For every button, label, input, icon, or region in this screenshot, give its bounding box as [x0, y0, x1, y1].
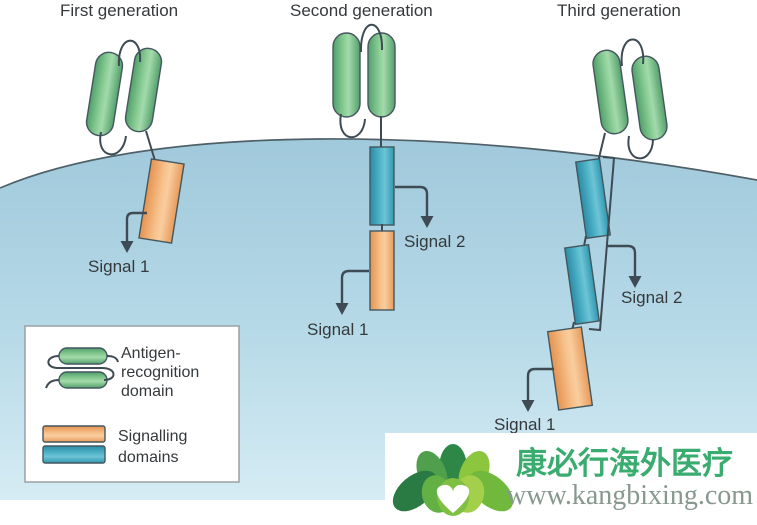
- legend-antigen-label-line2: recognition: [121, 364, 199, 381]
- legend-antigen-pill-bottom: [58, 371, 108, 389]
- gen2-antigen-pill-left: [332, 32, 361, 118]
- gen1-stem: [145, 130, 157, 165]
- heart-icon: [436, 484, 470, 513]
- watermark: 康必行海外医疗 www.kangbixing.com: [385, 433, 757, 525]
- gen3-signal1-label: Signal 1: [494, 415, 555, 434]
- gen3-signalling-domain-teal-1: [574, 157, 612, 240]
- gen2-signal2-arrow: [395, 185, 429, 216]
- gen1-title: First generation: [60, 1, 178, 20]
- gen1-signal1-label: Signal 1: [88, 257, 149, 276]
- gen3-signal2-arrow: [607, 244, 637, 276]
- gen2-signalling-domain-teal: [369, 146, 395, 226]
- watermark-url-text: www.kangbixing.com: [506, 480, 753, 511]
- gen1-signalling-domain-orange: [138, 158, 185, 244]
- legend-signalling-label-line2: domains: [118, 449, 178, 466]
- legend-antigen-label-line1: Antigen-: [121, 345, 181, 362]
- gen2-linker-top-loop: [359, 23, 384, 53]
- gen3-antigen-pill-right: [631, 55, 668, 141]
- gen1-group: First generation Signal 1: [60, 1, 185, 276]
- gen3-antigen-pill-left: [592, 49, 629, 135]
- legend-signalling-label-line1: Signalling: [118, 428, 187, 445]
- gen3-stem: [597, 132, 606, 163]
- gen2-signal1-label: Signal 1: [307, 320, 368, 339]
- gen1-linker-top-loop: [117, 39, 142, 67]
- gen3-signalling-domain-teal-2: [563, 243, 601, 326]
- gen3-signal2-bracket: [588, 156, 616, 332]
- gen3-signal1-arrowhead: [521, 400, 535, 412]
- gen2-signal1-arrowhead: [335, 303, 349, 315]
- legend-antigen-label-line3: domain: [121, 383, 173, 400]
- gen2-linker-bottom-loop: [339, 113, 366, 139]
- gen1-signal1-arrowhead: [120, 241, 134, 253]
- gen2-signal1-arrow: [340, 269, 369, 303]
- gen1-antigen-pill-right: [124, 47, 163, 133]
- legend-signalling-orange-swatch: [42, 425, 106, 443]
- gen2-signal2-arrowhead: [420, 216, 434, 228]
- cell-membrane-line: [0, 138, 757, 189]
- legend-signalling-teal-swatch: [42, 445, 106, 464]
- gen3-signal2-label: Signal 2: [621, 288, 682, 307]
- gen3-group: Third generation Signal 2 Signal 1: [494, 1, 682, 434]
- gen1-linker-bottom-loop: [99, 131, 127, 156]
- gen3-title: Third generation: [557, 1, 681, 20]
- watermark-brand-text: 康必行海外医疗: [516, 446, 733, 481]
- legend-box: Antigen- recognition domain Signalling d…: [24, 325, 240, 483]
- gen3-signalling-domain-orange: [546, 326, 594, 411]
- legend-antigen-linker: [45, 355, 119, 389]
- gen3-linker-bottom-loop: [627, 135, 654, 160]
- legend-antigen-icon: [45, 347, 119, 389]
- gen3-linker-top-loop: [620, 38, 645, 67]
- gen2-signal2-label: Signal 2: [404, 232, 465, 251]
- kangbixing-logo: [392, 444, 514, 516]
- gen1-antigen-pill-left: [85, 51, 124, 137]
- gen2-group: Second generation Signal 2 Signal 1: [290, 1, 465, 339]
- gen3-domain-connector-1: [583, 235, 587, 247]
- gen3-signal1-arrow: [526, 367, 554, 400]
- legend-antigen-pill-top: [58, 347, 108, 365]
- gen3-signal2-arrowhead: [628, 276, 642, 288]
- gen2-title: Second generation: [290, 1, 433, 20]
- gen2-signalling-domain-orange: [369, 230, 395, 311]
- gen1-signal1-arrow: [125, 211, 147, 241]
